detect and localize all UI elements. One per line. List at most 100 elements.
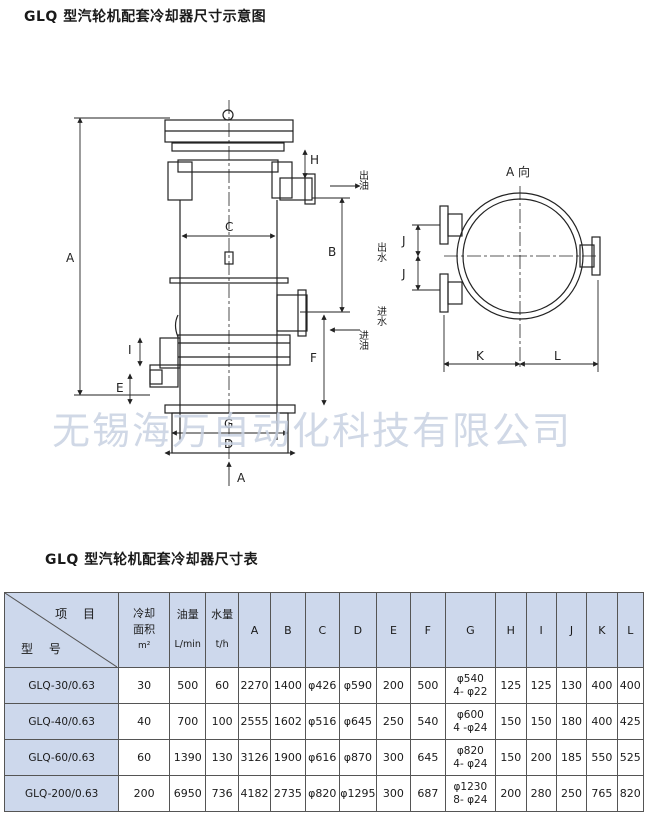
oil-cell: 700 xyxy=(168,703,207,740)
header-i: I xyxy=(525,592,557,668)
header-oil: 油量 L/min xyxy=(168,592,207,668)
g-diameter: φ540 xyxy=(456,672,484,685)
cooler-dimension-drawing: A C B H F I E G D A A 向 J J K L 出油 进油 出水… xyxy=(66,100,601,486)
model-cell: GLQ-40/0.63 xyxy=(3,703,120,740)
k-cell: 400 xyxy=(586,667,618,704)
d-cell: φ1295 xyxy=(339,775,377,812)
h-cell: 200 xyxy=(495,775,527,812)
header-c: C xyxy=(304,592,341,668)
f-cell: 687 xyxy=(410,775,446,812)
b-cell: 1900 xyxy=(270,739,306,776)
dim-label-d: D xyxy=(224,437,233,451)
water-cell: 60 xyxy=(205,667,239,704)
e-cell: 250 xyxy=(375,703,412,740)
header-d: D xyxy=(339,592,377,668)
view-arrow-label: A xyxy=(237,471,246,485)
header-g: G xyxy=(444,592,497,668)
h-cell: 150 xyxy=(495,703,527,740)
d-cell: φ870 xyxy=(339,739,377,776)
dim-label-l: L xyxy=(554,349,561,363)
table-row: GLQ-30/0.63 30 500 60 2270 1400 φ426 φ59… xyxy=(3,667,645,704)
h-cell: 125 xyxy=(495,667,527,704)
header-oil-line1: 油量 xyxy=(176,608,199,621)
corner-bottom-label: 型 号 xyxy=(21,642,67,656)
model-cell: GLQ-200/0.63 xyxy=(3,775,120,812)
table-row: GLQ-200/0.63 200 6950 736 4182 2735 φ820… xyxy=(3,775,645,812)
f-cell: 540 xyxy=(410,703,446,740)
water-out-label: 出水 xyxy=(375,241,387,262)
header-water: 水量 t/h xyxy=(205,592,239,668)
b-cell: 1400 xyxy=(270,667,306,704)
header-f: F xyxy=(410,592,446,668)
f-cell: 645 xyxy=(410,739,446,776)
oil-out-label: 出油 xyxy=(357,169,369,190)
dim-label-h: H xyxy=(310,153,319,167)
area-cell: 40 xyxy=(118,703,170,740)
l-cell: 400 xyxy=(616,667,645,704)
l-cell: 525 xyxy=(616,739,645,776)
dim-label-b: B xyxy=(328,245,336,259)
water-cell: 736 xyxy=(205,775,239,812)
c-cell: φ426 xyxy=(304,667,341,704)
water-in-label: 进水 xyxy=(375,306,387,326)
e-cell: 200 xyxy=(375,667,412,704)
header-water-unit: t/h xyxy=(215,639,229,650)
view-title: A 向 xyxy=(506,164,530,179)
table-row: GLQ-60/0.63 60 1390 130 3126 1900 φ616 φ… xyxy=(3,739,645,776)
g-holes: 8- φ24 xyxy=(453,793,488,806)
d-cell: φ590 xyxy=(339,667,377,704)
header-b: B xyxy=(270,592,306,668)
e-cell: 300 xyxy=(375,775,412,812)
header-l: L xyxy=(616,592,645,668)
c-cell: φ516 xyxy=(304,703,341,740)
b-cell: 1602 xyxy=(270,703,306,740)
area-cell: 200 xyxy=(118,775,170,812)
e-cell: 300 xyxy=(375,739,412,776)
header-j: J xyxy=(555,592,588,668)
b-cell: 2735 xyxy=(270,775,306,812)
f-cell: 500 xyxy=(410,667,446,704)
oil-cell: 500 xyxy=(168,667,207,704)
dim-label-c: C xyxy=(225,220,233,234)
water-cell: 100 xyxy=(205,703,239,740)
dim-label-j-top: J xyxy=(401,234,406,248)
model-cell: GLQ-60/0.63 xyxy=(3,739,120,776)
header-a: A xyxy=(237,592,272,668)
oil-cell: 1390 xyxy=(168,739,207,776)
l-cell: 820 xyxy=(616,775,645,812)
water-cell: 130 xyxy=(205,739,239,776)
dim-label-k: K xyxy=(476,349,485,363)
corner-cell: 项 目 型 号 xyxy=(3,592,120,668)
dim-label-g: G xyxy=(224,417,233,431)
header-k: K xyxy=(586,592,618,668)
i-cell: 280 xyxy=(525,775,557,812)
c-cell: φ616 xyxy=(304,739,341,776)
area-cell: 60 xyxy=(118,739,170,776)
company-watermark: 无锡海万自动化科技有限公司 xyxy=(52,409,573,453)
oil-in-label: 进油 xyxy=(357,330,369,350)
header-e: E xyxy=(375,592,412,668)
dim-label-i: I xyxy=(128,343,132,357)
i-cell: 150 xyxy=(525,703,557,740)
header-h: H xyxy=(495,592,527,668)
j-cell: 250 xyxy=(555,775,588,812)
header-area-line1: 冷却 xyxy=(133,607,156,620)
table-title: GLQ 型汽轮机配套冷却器尺寸表 xyxy=(45,552,259,568)
dim-label-a: A xyxy=(66,251,75,265)
g-holes: 4- φ24 xyxy=(453,757,488,770)
g-holes: 4 -φ24 xyxy=(453,721,488,734)
i-cell: 200 xyxy=(525,739,557,776)
c-cell: φ820 xyxy=(304,775,341,812)
dim-label-f: F xyxy=(310,351,317,365)
h-cell: 150 xyxy=(495,739,527,776)
d-cell: φ645 xyxy=(339,703,377,740)
header-area: 冷却 面积 m² xyxy=(118,592,170,668)
table-row: GLQ-40/0.63 40 700 100 2555 1602 φ516 φ6… xyxy=(3,703,645,740)
dimension-table: 项 目 型 号 冷却 面积 m² 油量 L/min 水量 t/h A B C xyxy=(3,592,645,812)
model-cell: GLQ-30/0.63 xyxy=(3,667,120,704)
i-cell: 125 xyxy=(525,667,557,704)
